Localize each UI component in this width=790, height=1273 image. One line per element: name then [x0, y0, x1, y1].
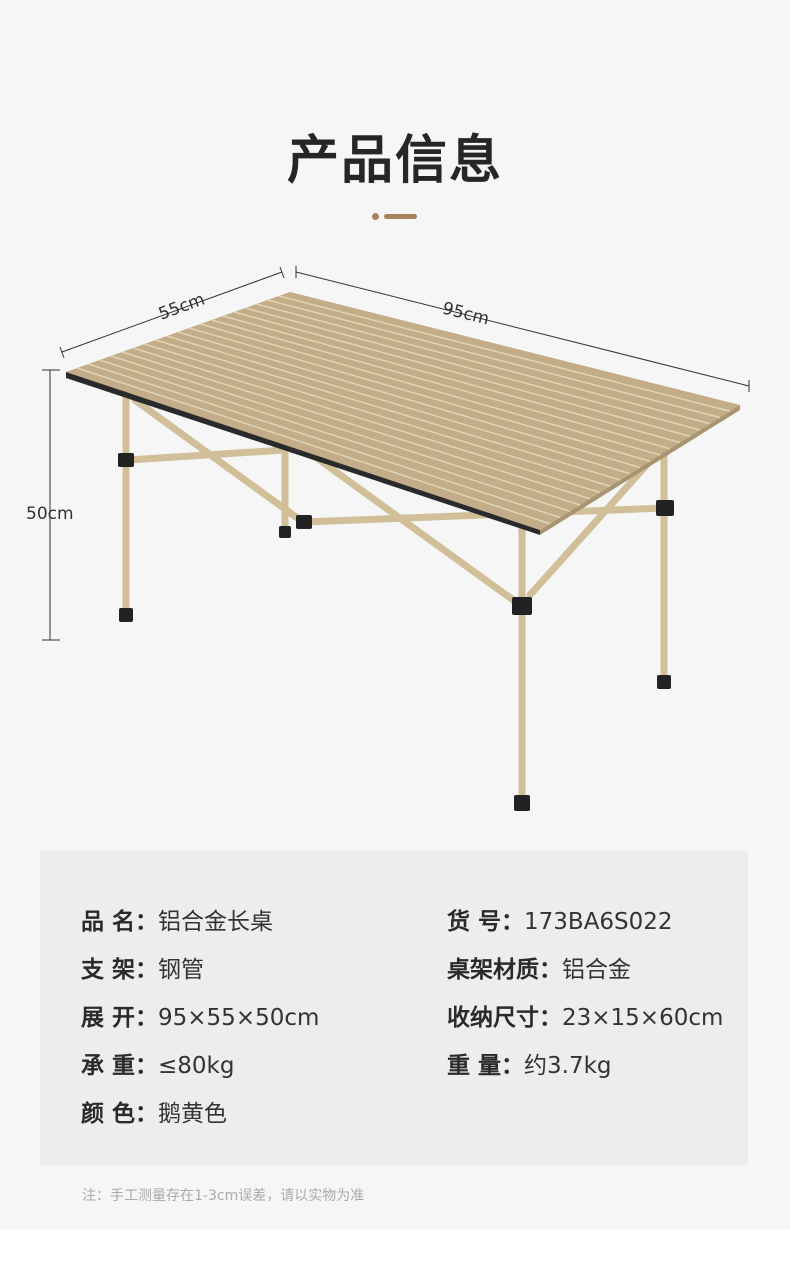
spec-value: 铝合金	[562, 957, 631, 983]
spec-label: 展 开：	[81, 1005, 159, 1031]
table-frame	[122, 386, 668, 804]
spec-row: 承 重：≤80kg	[81, 1046, 234, 1080]
bottom-band	[0, 1230, 790, 1273]
spec-label: 桌架材质：	[447, 957, 562, 983]
spec-value: 钢管	[158, 957, 205, 983]
page-title: 产品信息	[286, 131, 503, 191]
spec-label: 承 重：	[81, 1053, 159, 1079]
tabletop-slat	[99, 359, 571, 512]
tabletop-slat	[132, 347, 601, 494]
tabletop-slat	[245, 307, 701, 431]
tabletop-slat	[76, 367, 551, 525]
spec-row: 品 名：铝合金长桌	[81, 902, 273, 936]
tabletop-slat	[177, 331, 641, 469]
tabletop-slat	[144, 343, 611, 487]
tabletop-slat	[188, 327, 651, 462]
spec-row: 重 量：约3.7kg	[447, 1046, 612, 1080]
tabletop-slat	[200, 323, 661, 456]
spec-value: 23×15×60cm	[562, 1005, 724, 1031]
tabletop-slat	[256, 303, 711, 425]
spec-value: 铝合金长桌	[158, 909, 274, 935]
tabletop-slat	[88, 363, 561, 519]
tabletop-slat	[267, 299, 721, 419]
spec-row: 货 号：173BA6S022	[447, 902, 673, 936]
spec-label: 货 号：	[447, 909, 525, 935]
tabletop-slat	[166, 335, 631, 475]
spec-row: 支 架：钢管	[81, 950, 204, 984]
spec-value: 约3.7kg	[524, 1053, 612, 1079]
spec-label: 品 名：	[81, 909, 159, 935]
tabletop-slat	[222, 315, 681, 444]
spec-panel	[40, 851, 748, 1165]
spec-row: 桌架材质：铝合金	[447, 950, 631, 984]
spec-label: 支 架：	[81, 957, 159, 983]
spec-value: 173BA6S022	[524, 909, 673, 935]
spec-value: 95×55×50cm	[158, 1005, 320, 1031]
tabletop-slat	[110, 355, 581, 506]
tabletop-slat	[121, 351, 591, 500]
spec-value: ≤80kg	[158, 1053, 235, 1079]
dimension-lines	[42, 266, 750, 641]
spec-label: 重 量：	[447, 1053, 525, 1079]
tabletop-slat	[233, 311, 691, 437]
height-dimension-label: 50cm	[26, 504, 74, 524]
spec-row: 颜 色：鹅黄色	[81, 1094, 227, 1128]
spec-label: 收纳尺寸：	[447, 1005, 562, 1031]
measurement-note: 注：手工测量存在1-3cm误差，请以实物为准	[82, 1188, 365, 1204]
tabletop-slat	[278, 295, 731, 412]
spec-label: 颜 色：	[81, 1101, 159, 1127]
spec-row: 收纳尺寸：23×15×60cm	[447, 998, 723, 1032]
spec-row: 展 开：95×55×50cm	[81, 998, 319, 1032]
tabletop	[66, 292, 740, 530]
leg-feet	[118, 453, 674, 811]
tabletop-slat	[155, 339, 621, 481]
spec-value: 鹅黄色	[158, 1101, 228, 1127]
tabletop-slat	[211, 319, 671, 450]
table-illustration	[42, 266, 750, 811]
